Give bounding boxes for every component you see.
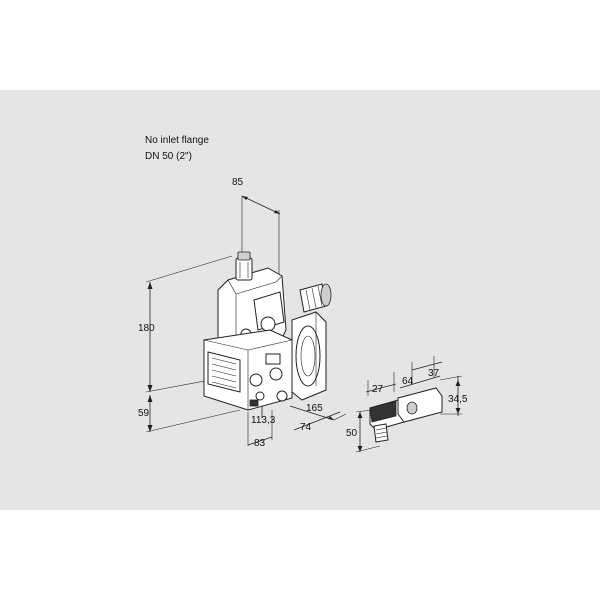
dim-59-label: 59 [138, 408, 150, 419]
valve-assembly [203, 251, 332, 411]
dim-113: 113,3 [251, 405, 276, 426]
dim-113-label: 113,3 [251, 415, 276, 426]
top-connector [235, 257, 253, 281]
size-note: DN 50 (2") [145, 151, 192, 162]
dim-180-label: 180 [138, 323, 155, 334]
connector-detail: 27 64 37 34,5 50 [346, 356, 468, 453]
dim-64-label: 64 [402, 376, 414, 387]
dim-83-label: 83 [254, 438, 266, 449]
dim-165-label: 165 [306, 403, 323, 414]
dim-85-label: 85 [232, 177, 244, 188]
inlet-grille [207, 351, 241, 393]
dim-50-label: 50 [346, 428, 358, 439]
socket-body [397, 387, 443, 423]
dim-83: 83 [247, 410, 273, 449]
dim-34-label: 34,5 [448, 394, 468, 405]
port-1 [249, 373, 263, 387]
port-2 [269, 367, 283, 381]
dim-59: 59 [138, 395, 241, 433]
dim-37-label: 37 [428, 368, 440, 379]
outlet-flange [291, 311, 327, 401]
drawing-panel [0, 90, 600, 510]
dim-27-label: 27 [372, 384, 384, 395]
dim-180: 180 [138, 255, 233, 393]
cable-gland [299, 283, 332, 313]
flange-note: No inlet flange [145, 135, 209, 146]
dim-165-74: 165 74 [289, 403, 347, 433]
dim-74-label: 74 [300, 422, 312, 433]
